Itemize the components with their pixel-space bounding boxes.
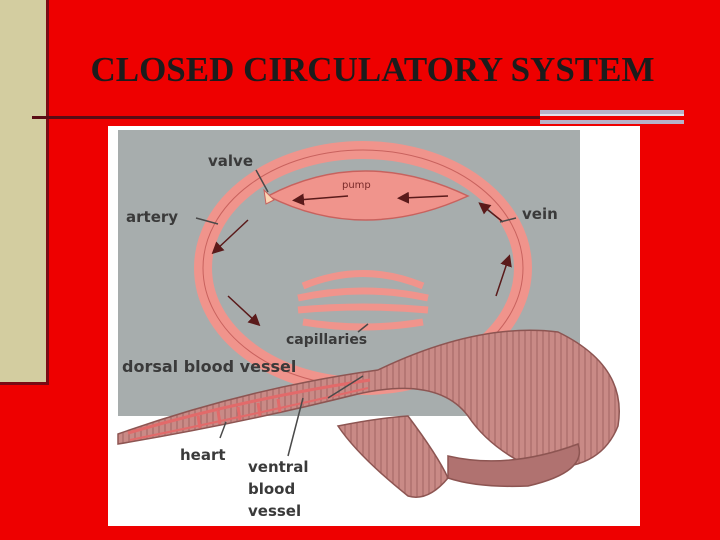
leader-lines bbox=[195, 169, 517, 457]
capillaries-bundle bbox=[297, 270, 429, 331]
label-ventral: ventral bbox=[248, 458, 308, 476]
title-accent-line-bottom bbox=[540, 120, 684, 124]
slide-title: CLOSED CIRCULATORY SYSTEM bbox=[90, 50, 655, 89]
label-capillaries: capillaries bbox=[286, 332, 367, 348]
label-pump: pump bbox=[342, 180, 371, 191]
heart-loops bbox=[196, 398, 282, 429]
label-vessel: vessel bbox=[248, 502, 301, 520]
earthworm-illustration bbox=[117, 329, 620, 498]
side-accent-bar bbox=[0, 0, 49, 385]
title-underline bbox=[32, 116, 540, 119]
diagram-svg: valve pump artery vein capillaries dorsa… bbox=[117, 130, 620, 520]
label-blood: blood bbox=[248, 480, 295, 498]
label-vein: vein bbox=[522, 205, 558, 223]
label-artery: artery bbox=[126, 208, 178, 226]
circulatory-diagram-image: valve pump artery vein capillaries dorsa… bbox=[108, 126, 640, 526]
valve-flap bbox=[263, 188, 275, 205]
pump-chamber bbox=[266, 170, 470, 221]
label-heart: heart bbox=[180, 446, 226, 464]
label-valve: valve bbox=[208, 152, 253, 170]
ventral-vessel-line bbox=[129, 387, 369, 441]
dorsal-vessel-line bbox=[127, 378, 371, 435]
label-dorsal-blood-vessel: dorsal blood vessel bbox=[122, 357, 296, 376]
title-accent-line-top bbox=[540, 110, 684, 116]
